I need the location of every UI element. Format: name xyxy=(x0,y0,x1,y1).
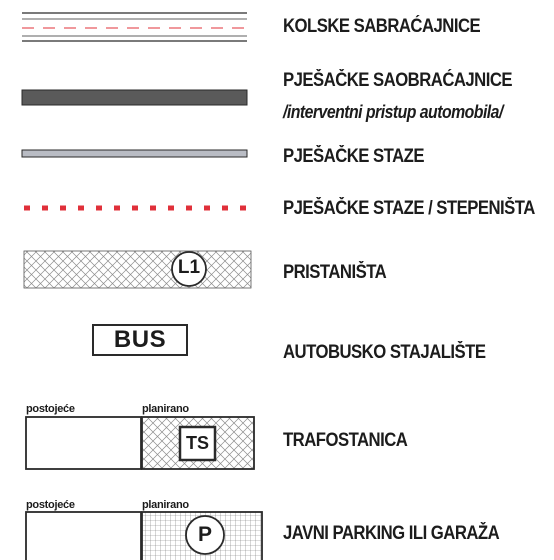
legend-label-pedestrian-paths: PJEŠAČKE STAZE xyxy=(283,146,424,167)
parking-symbol xyxy=(25,511,263,560)
pier-code: L1 xyxy=(177,257,201,278)
existing-label: postojeće xyxy=(26,403,75,415)
parking-code: P xyxy=(197,523,212,546)
pier-circle-icon xyxy=(171,251,207,287)
planned-label: planirano xyxy=(142,499,189,511)
legend-label-roads: KOLSKE SABRAĆAJNICE xyxy=(283,16,481,37)
existing-label: postojeće xyxy=(26,499,75,511)
transformer-symbol xyxy=(25,416,255,470)
bus-text: BUS xyxy=(113,326,167,353)
legend-label-transformer: TRAFOSTANICA xyxy=(283,430,408,451)
transformer-box-icon xyxy=(178,425,217,462)
legend-sublabel-emergency-access: /interventni pristup automobila/ xyxy=(283,102,503,122)
legend-label-stairs: PJEŠAČKE STAZE / STEPENIŠTA xyxy=(283,198,535,219)
legend-label-pedestrian-roads: PJEŠAČKE SAOBRAĆAJNICE xyxy=(283,70,513,91)
pier-symbol xyxy=(23,250,252,289)
road-symbol xyxy=(22,12,247,42)
pedestrian-road-symbol xyxy=(21,89,248,106)
pedestrian-path-symbol xyxy=(21,149,248,158)
legend-label-parking: JAVNI PARKING ILI GARAŽA xyxy=(283,523,500,544)
legend-label-bus-stop: AUTOBUSKO STAJALIŠTE xyxy=(283,342,486,363)
bus-symbol xyxy=(92,324,188,356)
legend-label-piers: PRISTANIŠTA xyxy=(283,262,387,283)
parking-circle-icon xyxy=(185,515,225,555)
planned-label: planirano xyxy=(142,403,189,415)
transformer-code: TS xyxy=(185,433,209,453)
